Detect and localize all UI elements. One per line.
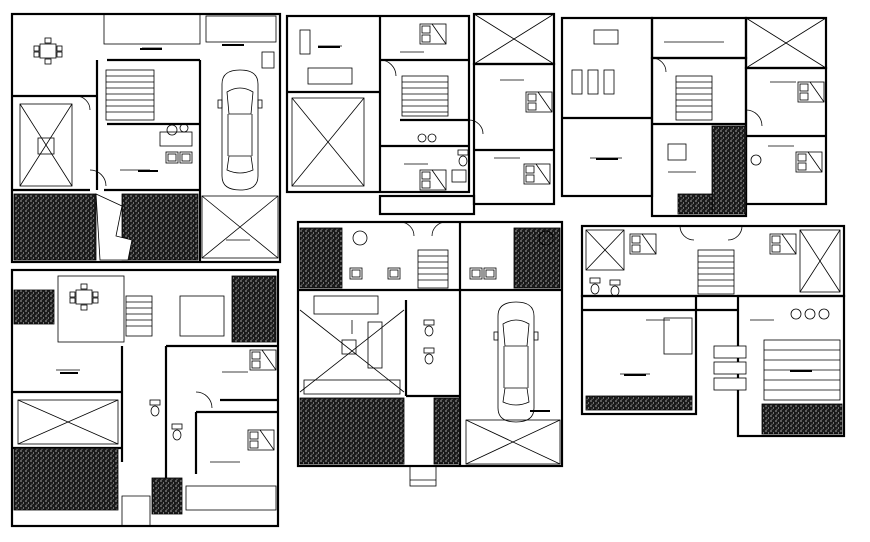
car-icon: [217, 69, 263, 191]
desk: [159, 131, 193, 147]
plan-3-outer-wall: [560, 16, 654, 198]
bed-icon: [525, 91, 553, 113]
planters: [313, 295, 379, 315]
void-area: [291, 97, 365, 187]
landscape-area: [13, 289, 55, 325]
bathroom: [457, 149, 469, 167]
void-area: [19, 103, 73, 187]
dining-table-icon: [33, 37, 63, 65]
bathroom: [149, 399, 161, 417]
stair: [697, 249, 735, 295]
bed-icon: [247, 429, 275, 451]
bed-icon: [769, 233, 797, 255]
landscape-area: [121, 193, 199, 261]
bed-icon: [419, 169, 447, 191]
seating: [349, 267, 363, 280]
dining-table-icon: [69, 283, 99, 311]
landscape-area: [13, 193, 97, 261]
bathroom: [423, 319, 435, 337]
plan-6-outer-wall: [580, 224, 846, 298]
plan-1: [10, 12, 282, 264]
bed-icon: [795, 151, 823, 173]
plan-4: [10, 268, 280, 528]
bed-icon: [419, 23, 447, 45]
stair: [125, 295, 153, 337]
landscape-area: [711, 125, 747, 215]
plan-6: [580, 224, 846, 438]
void-area: [585, 229, 625, 271]
plan-2-outer-wall: [285, 14, 471, 194]
plan-3: [560, 16, 828, 218]
landscape-area: [761, 403, 843, 435]
bed-icon: [249, 349, 277, 371]
bed-icon: [523, 163, 551, 185]
plan-5: [296, 220, 564, 487]
seating-row: [713, 345, 747, 359]
seating-row: [571, 69, 583, 95]
void-area: [17, 399, 119, 445]
bathroom: [589, 277, 601, 295]
stair: [105, 69, 155, 121]
stair: [417, 249, 449, 289]
plan-2: [285, 12, 556, 216]
sofa: [307, 67, 353, 85]
stair: [675, 75, 713, 121]
bed-icon: [797, 81, 825, 103]
car-icon: [493, 301, 539, 423]
landscape-area: [299, 397, 405, 465]
landscape-area: [13, 447, 119, 511]
bed-icon: [629, 233, 657, 255]
stair: [401, 75, 449, 117]
